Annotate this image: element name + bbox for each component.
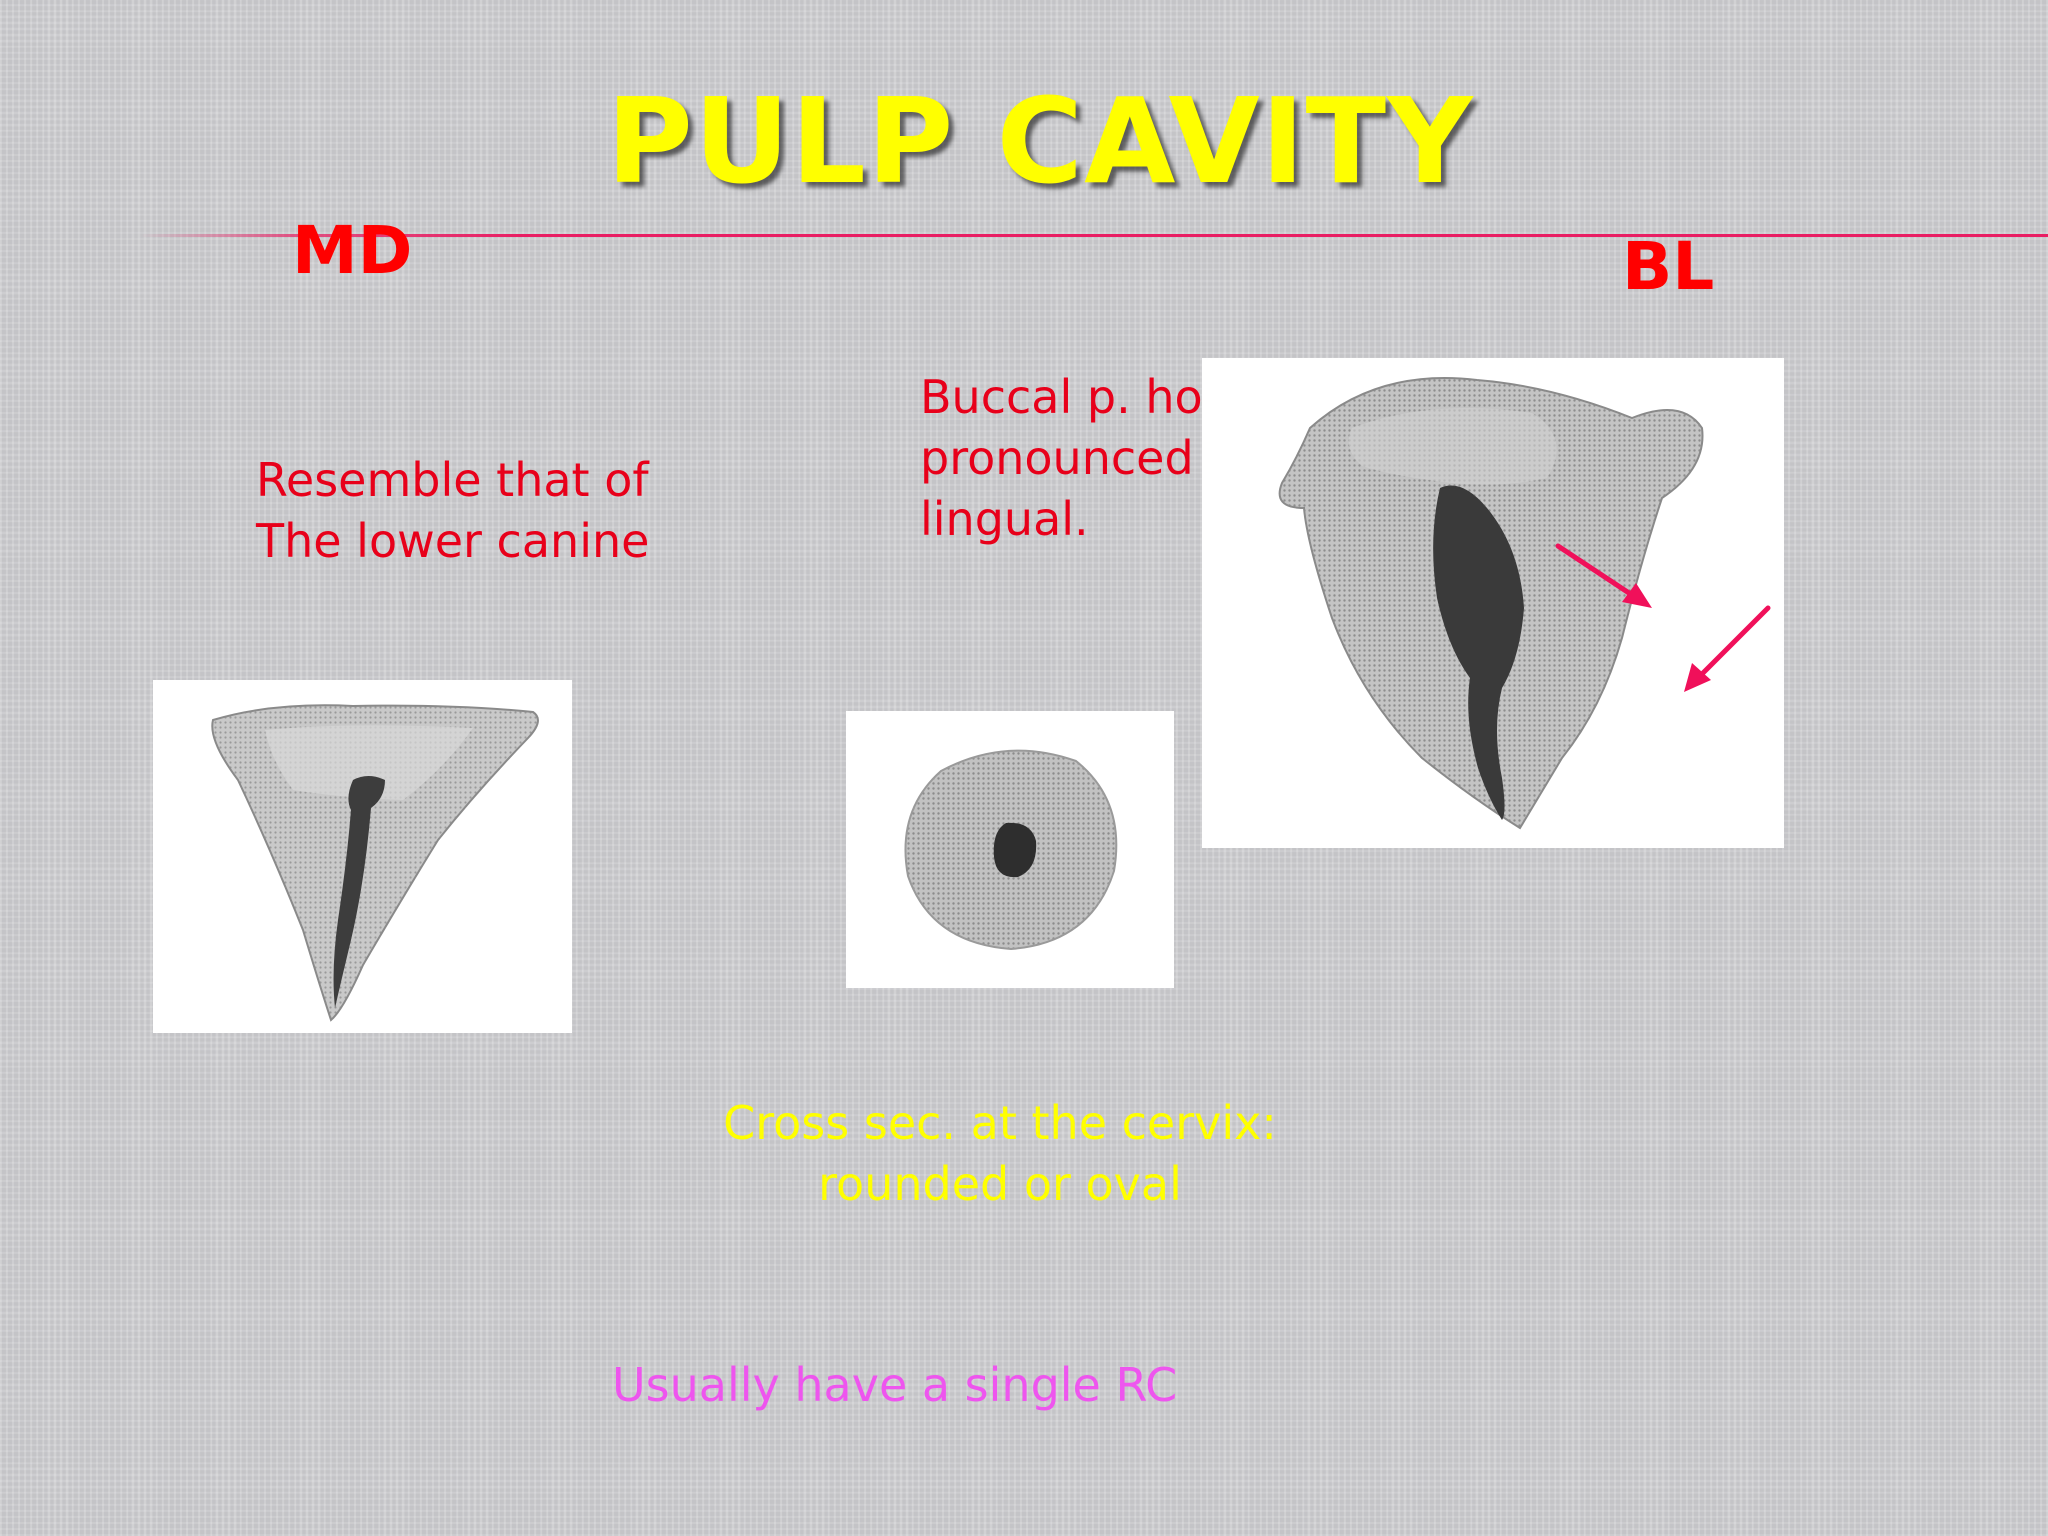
arrow-icon [1555, 543, 1652, 608]
note-bl-line-3: lingual. [920, 492, 1089, 546]
md-tooth-drawing [211, 704, 539, 1022]
slide-title: PULP CAVITY [606, 72, 1474, 210]
label-md: MD [292, 212, 413, 289]
arrow-icon [1684, 605, 1771, 692]
bl-section-figure [1202, 358, 1784, 848]
label-bl: BL [1622, 228, 1715, 305]
note-md-line-2: The lower canine [256, 514, 650, 568]
note-cross-line-2: rounded or oval [818, 1157, 1182, 1211]
note-cross-line-1: Cross sec. at the cervix: [723, 1096, 1277, 1150]
md-section-figure [153, 680, 572, 1033]
note-md-line-1: Resemble that of [256, 453, 649, 507]
cross-section-drawing [904, 749, 1118, 951]
bl-tooth-drawing [1278, 377, 1771, 830]
note-md: Resemble that of The lower canine [256, 450, 649, 572]
note-root-canal: Usually have a single RC [612, 1358, 1178, 1412]
note-cross-section: Cross sec. at the cervix: rounded or ova… [700, 1093, 1300, 1215]
title-divider [140, 234, 2048, 237]
cross-section-figure [846, 711, 1174, 988]
